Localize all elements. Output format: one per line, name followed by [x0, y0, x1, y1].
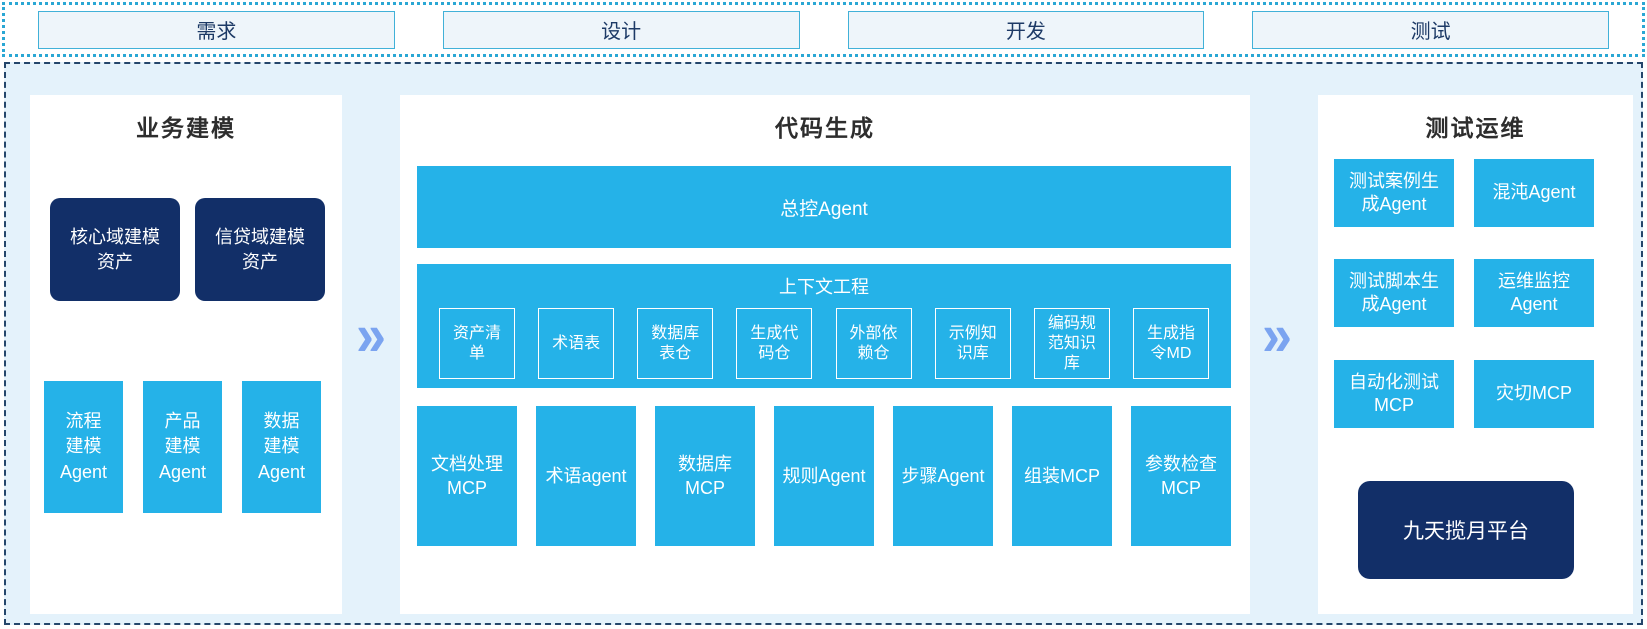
generated-code-repo-box: 生成代 码仓 [736, 308, 813, 379]
database-mcp-box: 数据库 MCP [655, 406, 755, 546]
test-case-gen-agent-box: 测试案例生 成Agent [1334, 159, 1454, 227]
context-engineering-title: 上下文工程 [779, 277, 869, 297]
phase-box-requirements: 需求 [38, 10, 395, 49]
test-ops-title: 测试运维 [1425, 115, 1526, 141]
jiutian-lanyue-platform-box: 九天揽月平台 [1358, 481, 1574, 579]
core-domain-asset-box: 核心域建模 资产 [50, 198, 180, 301]
phase-box-development: 开发 [847, 10, 1205, 49]
rule-agent-box: 规则Agent [774, 406, 874, 546]
code-generation-title: 代码生成 [775, 115, 875, 141]
phase-box-design: 设计 [442, 10, 800, 49]
test-script-gen-agent-box: 测试脚本生 成Agent [1334, 259, 1454, 327]
context-items-row: 资产清 单 术语表 数据库 表仓 生成代 码仓 外部依 赖仓 示例知 识库 编码… [439, 308, 1209, 379]
panel-code-generation: 代码生成 总控Agent 上下文工程 资产清 单 术语表 数据库 表仓 生成代 … [400, 95, 1250, 614]
business-modeling-title: 业务建模 [136, 115, 236, 141]
coding-standard-kb-box: 编码规 范知识 库 [1033, 308, 1110, 379]
glossary-box: 术语表 [538, 308, 615, 379]
tools-row: 文档处理 MCP 术语agent 数据库 MCP 规则Agent 步骤Agent… [417, 406, 1231, 546]
asset-list-box: 资产清 单 [439, 308, 515, 379]
main-container: 业务建模 核心域建模 资产 信贷域建模 资产 流程 建模 Agent 产品 建模… [4, 62, 1643, 625]
external-deps-repo-box: 外部依 赖仓 [835, 308, 912, 379]
chaos-agent-box: 混沌Agent [1474, 159, 1594, 227]
product-modeling-agent-box: 产品 建模 Agent [143, 381, 222, 513]
credit-domain-asset-box: 信贷域建模 资产 [195, 198, 325, 301]
param-check-mcp-box: 参数检查 MCP [1131, 406, 1231, 546]
disaster-switch-mcp-box: 灾切MCP [1474, 360, 1594, 428]
ops-monitor-agent-box: 运维监控 Agent [1474, 259, 1594, 327]
context-engineering-container: 上下文工程 资产清 单 术语表 数据库 表仓 生成代 码仓 外部依 赖仓 示例知… [417, 264, 1231, 388]
panel-business-modeling: 业务建模 核心域建模 资产 信贷域建模 资产 流程 建模 Agent 产品 建模… [30, 95, 342, 614]
terminology-agent-box: 术语agent [536, 406, 636, 546]
process-modeling-agent-box: 流程 建模 Agent [44, 381, 123, 513]
phase-box-testing: 测试 [1252, 10, 1609, 49]
panel-test-ops: 测试运维 测试案例生 成Agent 混沌Agent 测试脚本生 成Agent 运… [1318, 95, 1633, 614]
db-table-repo-box: 数据库 表仓 [637, 308, 714, 379]
phase-strip: 需求 设计 开发 测试 [2, 2, 1645, 57]
chevron-right-icon: » [1262, 302, 1292, 368]
assembly-mcp-box: 组装MCP [1012, 406, 1112, 546]
step-agent-box: 步骤Agent [893, 406, 993, 546]
chevron-right-icon: » [356, 302, 386, 368]
master-agent-bar: 总控Agent [417, 166, 1231, 248]
generate-instruction-md-box: 生成指 令MD [1132, 308, 1209, 379]
auto-test-mcp-box: 自动化测试 MCP [1334, 360, 1454, 428]
example-kb-box: 示例知 识库 [934, 308, 1011, 379]
data-modeling-agent-box: 数据 建模 Agent [242, 381, 321, 513]
doc-processing-mcp-box: 文档处理 MCP [417, 406, 517, 546]
